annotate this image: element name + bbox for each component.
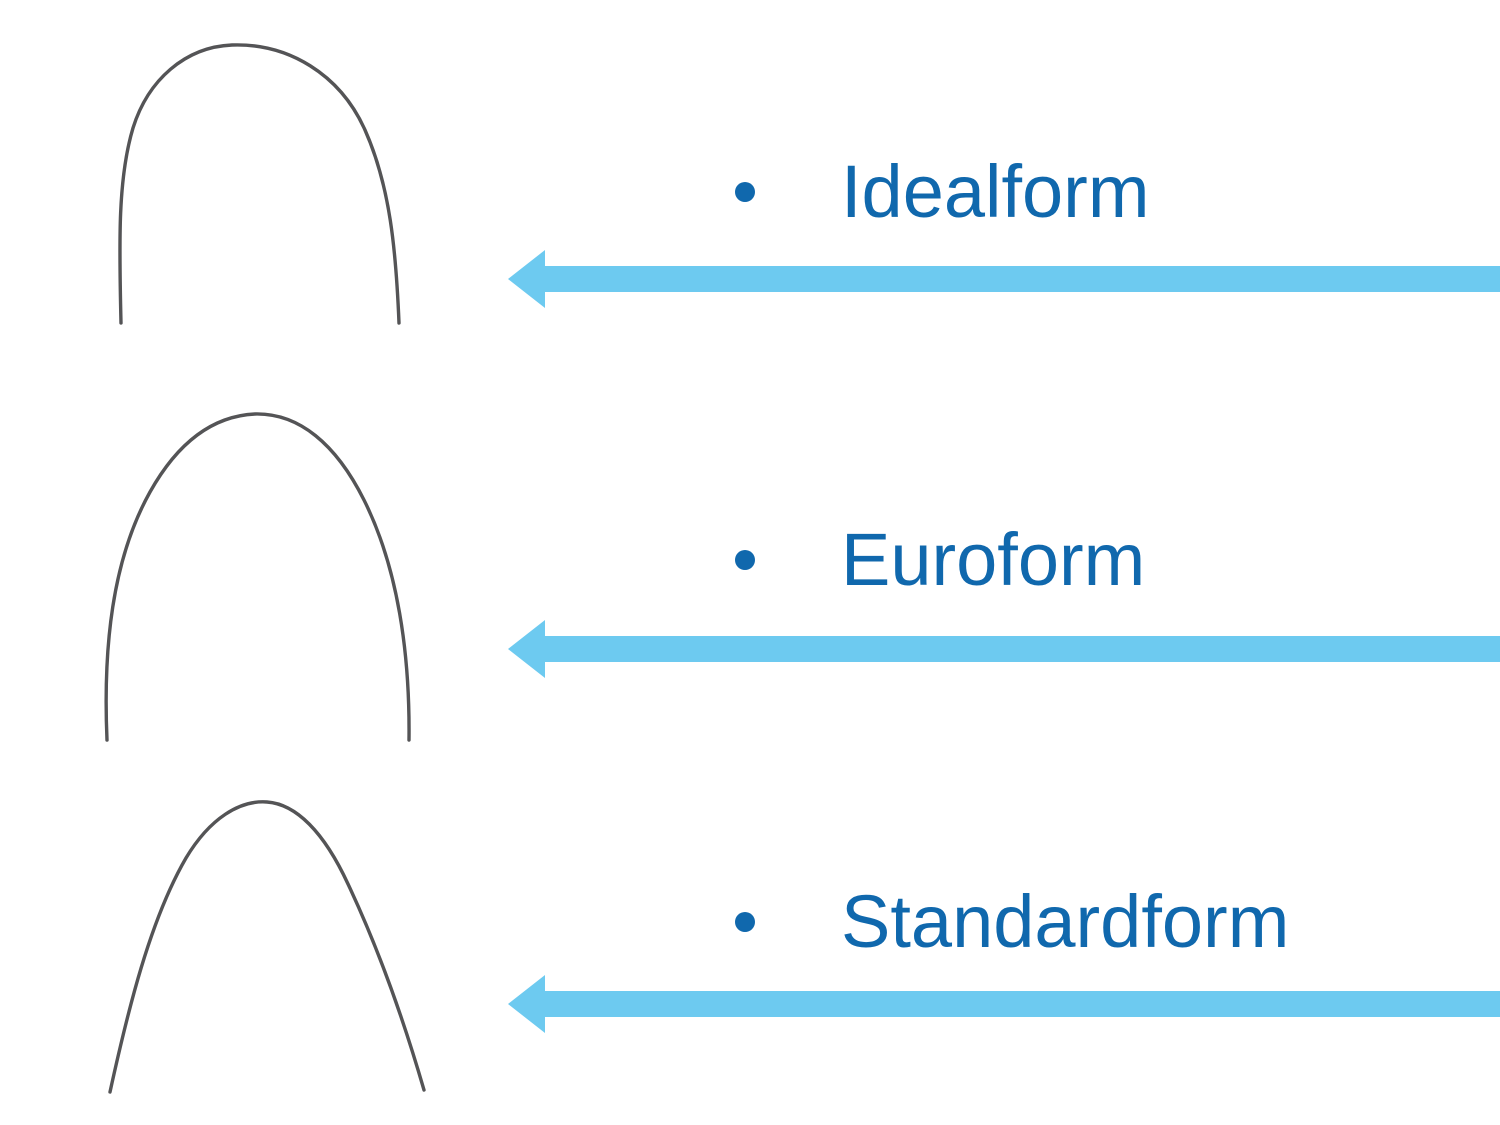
left-pointing-arrow-standardform bbox=[505, 968, 1500, 1040]
arrow-shape bbox=[508, 620, 1500, 678]
bullet-dot-icon bbox=[735, 550, 755, 570]
archwire-illustration-idealform bbox=[0, 10, 480, 340]
left-pointing-arrow-euroform bbox=[505, 613, 1500, 685]
bullet-item-idealform: Idealform bbox=[735, 146, 1149, 238]
bullet-item-euroform: Euroform bbox=[735, 514, 1145, 606]
left-pointing-arrow-idealform bbox=[505, 243, 1500, 315]
bullet-label-euroform: Euroform bbox=[841, 518, 1146, 601]
bullet-dot-icon bbox=[735, 912, 755, 932]
arrow-shape bbox=[508, 250, 1500, 308]
arrow-shape bbox=[508, 975, 1500, 1033]
bullet-dot-icon bbox=[735, 182, 755, 202]
bullet-label-standardform: Standardform bbox=[841, 880, 1290, 963]
archwire-illustration-standardform bbox=[0, 780, 480, 1100]
bullet-label-idealform: Idealform bbox=[841, 150, 1150, 233]
bullet-item-standardform: Standardform bbox=[735, 876, 1289, 968]
archwire-illustration-euroform bbox=[0, 400, 480, 745]
